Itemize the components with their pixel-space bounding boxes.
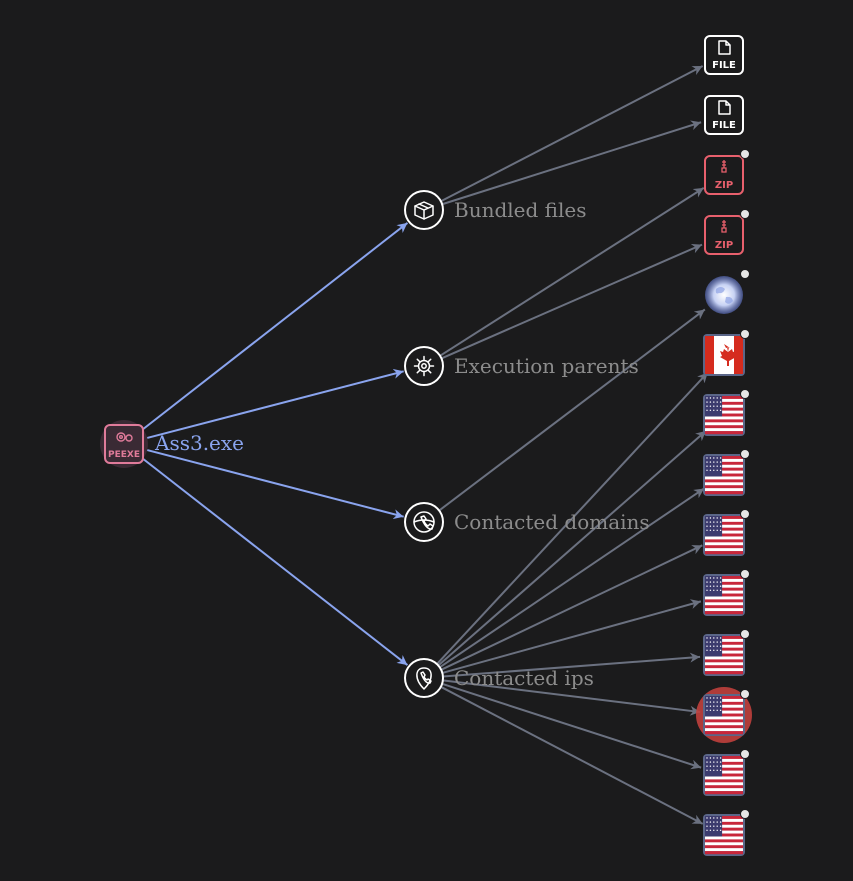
box-icon bbox=[414, 201, 434, 220]
edge-ips-leaf-12 bbox=[441, 682, 702, 770]
leaf-node-file[interactable]: FILE bbox=[704, 95, 744, 135]
leaf-node-flag-us[interactable] bbox=[703, 749, 750, 797]
edge-ips-leaf-6 bbox=[437, 430, 707, 667]
leaf-node-file[interactable]: FILE bbox=[704, 35, 744, 75]
edge-ips-leaf-11 bbox=[442, 679, 701, 716]
file-badge bbox=[704, 95, 744, 135]
edge-bundled-leaf-0 bbox=[440, 65, 704, 203]
leaf-node-flag-us[interactable] bbox=[696, 687, 752, 743]
leaf-node-zip[interactable]: ZIP bbox=[704, 209, 750, 255]
us-flag-icon bbox=[703, 454, 745, 496]
status-dot bbox=[740, 149, 750, 159]
us-flag-icon bbox=[703, 514, 745, 556]
edge-ips-leaf-10 bbox=[442, 652, 701, 678]
status-dot bbox=[740, 509, 750, 519]
file-icon bbox=[718, 40, 731, 55]
status-dot bbox=[740, 449, 750, 459]
leaf-node-flag-us[interactable] bbox=[703, 389, 750, 437]
status-dot bbox=[740, 329, 750, 339]
leaf-node-flag-us[interactable] bbox=[703, 809, 750, 857]
peexe-gear-icon bbox=[116, 432, 133, 442]
status-dot bbox=[740, 209, 750, 219]
relation-label-bundled: Bundled files bbox=[454, 198, 587, 222]
us-flag-icon bbox=[703, 694, 745, 736]
relation-node-domains[interactable]: Contacted domains bbox=[404, 502, 650, 542]
edge-ips-leaf-8 bbox=[440, 544, 703, 671]
status-dot bbox=[740, 269, 750, 279]
edge-parents-leaf-3 bbox=[441, 243, 703, 360]
maple-leaf-icon bbox=[720, 344, 736, 366]
us-flag-icon bbox=[703, 814, 745, 856]
root-node-halo bbox=[100, 420, 148, 468]
file-badge-label: FILE bbox=[712, 60, 736, 71]
status-dot bbox=[740, 689, 750, 699]
zip-badge-label: ZIP bbox=[715, 180, 733, 191]
globe-icon bbox=[705, 276, 743, 314]
relation-node-bundled[interactable]: Bundled files bbox=[404, 190, 587, 230]
us-flag-icon bbox=[703, 394, 745, 436]
edge-parents-leaf-2 bbox=[439, 187, 705, 357]
root-label[interactable]: Ass3.exe bbox=[154, 431, 244, 455]
root-type-label: PEEXE bbox=[108, 450, 140, 460]
edge-root-bundled bbox=[142, 222, 409, 431]
us-flag-icon bbox=[703, 574, 745, 616]
file-icon bbox=[718, 100, 731, 115]
zip-badge bbox=[704, 215, 744, 255]
root-node[interactable]: PEEXE Ass3.exe bbox=[100, 420, 244, 468]
status-dot bbox=[740, 389, 750, 399]
zip-icon bbox=[721, 160, 727, 173]
relation-label-ips: Contacted ips bbox=[454, 666, 594, 690]
relation-node-parents[interactable]: Execution parents bbox=[404, 346, 639, 386]
relation-label-domains: Contacted domains bbox=[454, 510, 650, 534]
edge-ips-leaf-13 bbox=[440, 685, 704, 825]
relation-label-parents: Execution parents bbox=[454, 354, 639, 378]
relation-node-circle bbox=[404, 346, 444, 386]
gear-icon bbox=[413, 355, 435, 377]
status-dot bbox=[740, 629, 750, 639]
file-badge-label: FILE bbox=[712, 120, 736, 131]
edge-root-parents bbox=[146, 368, 404, 439]
edge-ips-leaf-7 bbox=[439, 487, 705, 669]
leaf-node-flag-ca[interactable] bbox=[703, 329, 750, 377]
leaf-node-flag-us[interactable] bbox=[703, 629, 750, 677]
status-dot bbox=[740, 569, 750, 579]
edge-bundled-leaf-1 bbox=[441, 120, 702, 206]
us-flag-icon bbox=[703, 754, 745, 796]
leaf-node-flag-us[interactable] bbox=[703, 569, 750, 617]
location-pin-icon bbox=[416, 667, 432, 690]
canada-flag-icon bbox=[703, 334, 745, 376]
edge-root-domains bbox=[146, 449, 404, 520]
edge-ips-leaf-9 bbox=[442, 599, 702, 674]
zip-icon bbox=[721, 220, 727, 233]
status-dot bbox=[740, 749, 750, 759]
status-dot bbox=[740, 809, 750, 819]
leaf-node-zip[interactable]: ZIP bbox=[704, 149, 750, 195]
leaf-node-flag-us[interactable] bbox=[703, 509, 750, 557]
peexe-badge bbox=[104, 424, 144, 464]
file-badge bbox=[704, 35, 744, 75]
us-flag-icon bbox=[703, 634, 745, 676]
edges-layer bbox=[142, 65, 709, 825]
zip-badge bbox=[704, 155, 744, 195]
edge-root-ips bbox=[142, 457, 409, 666]
edge-ips-leaf-5 bbox=[436, 371, 709, 665]
edge-domains-leaf-4 bbox=[438, 308, 706, 512]
relation-node-ips[interactable]: Contacted ips bbox=[404, 658, 594, 698]
globe-phone-icon bbox=[413, 511, 435, 533]
zip-badge-label: ZIP bbox=[715, 240, 733, 251]
leaf-node-flag-us[interactable] bbox=[703, 449, 750, 497]
leaf-node-globe[interactable] bbox=[705, 269, 750, 315]
